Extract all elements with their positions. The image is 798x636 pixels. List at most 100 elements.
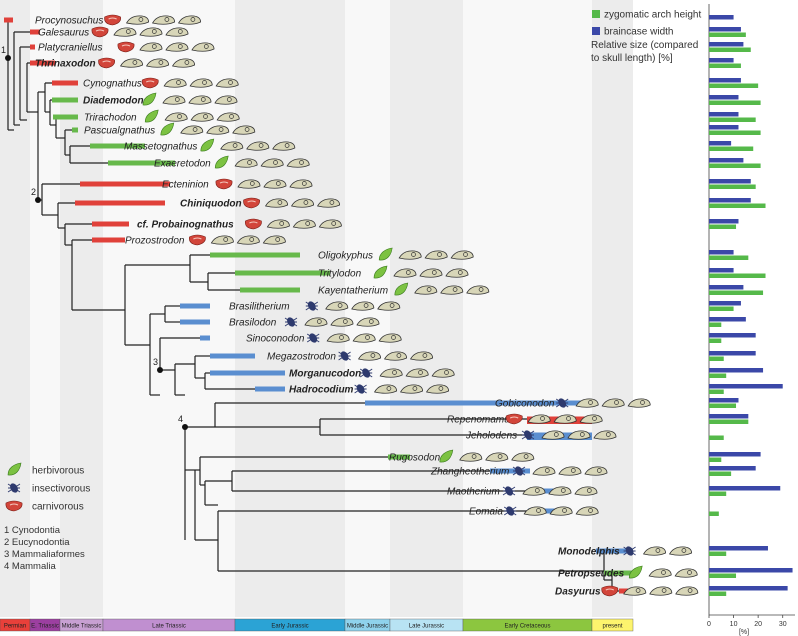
skull-orbit [370,353,376,358]
diet-icon-brasilitherium [305,301,319,311]
bar-braincase-hadrocodium [709,384,783,389]
period-label-middle-triassic: Middle Triassic [62,624,102,630]
taxon-label-maotherium: Maotherium [447,487,500,498]
node-dot-4 [182,424,188,430]
taxon-label-brasilodon: Brasilodon [229,318,277,329]
skull-prozostrodon-1 [210,235,234,245]
skull-outline [579,414,603,424]
skull-galesaurus-1 [113,27,137,37]
skull-eomaia-1 [523,506,547,516]
skull-prozostrodon-2 [236,235,260,245]
skull-repenomamus-3 [579,414,603,424]
skull-orbit [386,386,392,391]
skull-orbit [471,454,477,459]
skull-outline [553,414,577,424]
taxon-label-kayentatherium: Kayentatherium [318,286,388,297]
range-bar-brasilitherium [180,303,210,309]
insect-legs [623,546,636,556]
skull-orbit [337,303,343,308]
skull-orbit [277,200,283,205]
diet-icon-diademodon [142,92,157,106]
skull-trirachodon-3 [216,112,240,122]
bar-zygomatic-rugosodon [709,457,722,462]
diet-icon-megazostrodon [338,351,351,361]
range-bar-galesaurus [30,29,40,35]
range-bar-hadrocodium [255,386,285,392]
skull-platycraniellus-1 [139,42,163,52]
insect-legs [354,384,367,394]
skull-massetognathus-3 [272,141,296,151]
skull-orbit [249,181,255,186]
period-label-middle-jurassic: Middle Jurassic [347,624,388,630]
skull-outline [648,568,672,578]
legend-label-carnivorous: carnivorous [32,502,84,513]
skull-outline [316,198,341,208]
skull-outline [139,42,163,52]
skull-ecteninion-1 [237,179,261,189]
skull-orbit [687,570,692,575]
skull-orbit [190,17,196,22]
skull-procynosuchus-2 [151,15,176,25]
leaf-icon [7,462,22,476]
skull-outline [398,250,422,260]
skull-diademodon-2 [188,95,212,105]
bar-braincase-tritylodon [709,268,734,273]
skull-orbit [339,335,344,340]
bar-braincase-ecteninion [709,179,751,184]
skull-zhangheotherium-1 [532,466,556,476]
legend-label-insectivorous: insectivorous [32,484,90,495]
skull-orbit [452,287,458,292]
taxon-label-pascualgnathus: Pascualgnathus [84,126,155,137]
skull-massetognathus-2 [246,141,270,151]
skull-outline [232,125,256,135]
skull-outline [264,198,289,208]
node-dot-1 [5,55,11,61]
meat-shape [117,41,135,53]
skull-procynosuchus-1 [125,15,150,25]
node-label-2: 2 [31,187,36,197]
meat-fat [247,200,256,203]
skull-orbit [687,588,693,593]
skull-outline [191,42,215,52]
meat-fat [121,44,131,47]
range-bar-exaeretodon [108,160,175,166]
skull-outline [523,506,547,516]
range-bar-maotherium [535,488,560,494]
skull-outline [266,219,290,229]
diet-icon-brasilodon [284,317,298,327]
skull-outline [485,452,509,462]
x-axis-label: [%] [739,629,749,636]
skull-outline [440,285,464,295]
skull-outline [206,125,230,135]
skull-orbit [681,548,687,553]
skull-oligokyphus-2 [424,250,448,260]
skull-outline [215,78,239,88]
meat-shape [215,178,233,190]
diet-icon-eomaia [503,506,517,516]
range-bar-prozostrodon [92,237,125,243]
bar-braincase-rugosodon [709,452,761,457]
time-band-9 [592,0,633,617]
bar-zygomatic-repenomamus [709,419,749,424]
diet-icon-massetognathus [200,138,215,152]
skull-outline [575,506,599,516]
insect-icon [7,483,21,493]
skull-outline [125,15,150,25]
skull-cf-probainognathus-2 [292,219,316,229]
skull-repenomamus-2 [553,414,577,424]
skull-outline [642,546,667,556]
taxon-label-trirachodon: Trirachodon [84,113,137,124]
diet-icon-chiniquodon [243,197,260,209]
skull-outline [668,546,693,556]
node-legend-item-4: 4 Mammalia [4,561,56,572]
time-bands [0,0,633,617]
bar-braincase-trirachodon [709,112,739,117]
skull-petropseudes-1 [648,568,672,578]
range-bar-sinoconodon [200,335,210,341]
range-bar-kayentatherium [240,287,300,293]
skull-rugosodon-1 [459,452,483,462]
skull-orbit [588,508,593,513]
bar-zygomatic-ecteninion [709,184,756,189]
range-bar-brasilodon [180,319,210,325]
insect-legs [338,351,351,361]
